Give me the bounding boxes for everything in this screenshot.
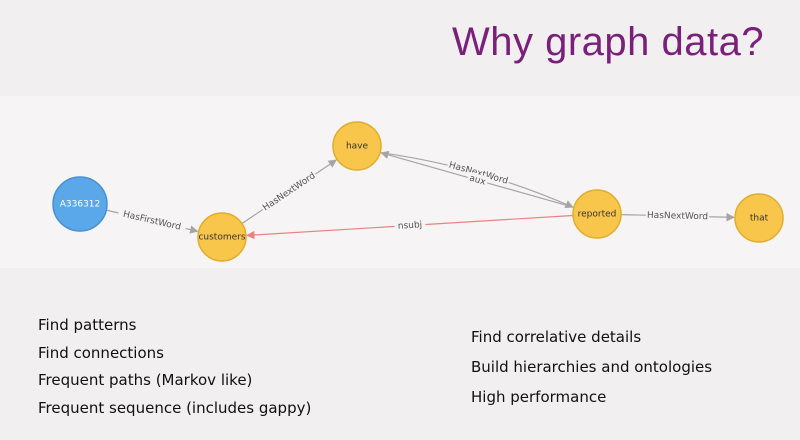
node-have[interactable] (332, 121, 382, 171)
feature-list-right: Find correlative details Build hierarchi… (471, 328, 712, 418)
node-reported[interactable] (572, 189, 622, 239)
node-label-that: that (750, 214, 769, 224)
slide-title: Why graph data? (452, 20, 765, 64)
node-label-have: have (346, 142, 369, 152)
node-a336312[interactable] (52, 176, 108, 232)
edge-label: HasFirstWord (122, 210, 182, 233)
node-label-a336312: A336312 (60, 200, 101, 210)
feature-list-left: Find patterns Find connections Frequent … (38, 316, 311, 426)
feature-item: Find patterns (38, 316, 137, 334)
feature-item: Find correlative details (471, 328, 642, 346)
feature-item: Frequent paths (Markov like) (38, 371, 253, 389)
feature-item: Frequent sequence (includes gappy) (38, 398, 312, 417)
node-that[interactable] (734, 193, 784, 243)
node-label-reported: reported (578, 210, 617, 220)
edge-label-group: HasFirstWord (117, 207, 187, 234)
edge-label-group: HasNextWord (645, 209, 710, 223)
feature-item: Build hierarchies and ontologies (471, 358, 713, 376)
feature-item: High performance (471, 388, 607, 406)
edge-label-group: HasNextWord (259, 169, 319, 214)
feature-item: Find connections (38, 343, 164, 362)
edge-label-group: nsubj (394, 218, 426, 232)
edge-label-group: aux (466, 171, 489, 188)
edge-label: aux (468, 174, 487, 188)
edge-label: HasNextWord (261, 171, 317, 213)
graph-panel (0, 96, 800, 268)
edge-label: nsubj (398, 220, 423, 231)
node-label-customers: customers (198, 233, 245, 243)
edge-label: HasNextWord (647, 211, 708, 223)
node-customers[interactable] (197, 212, 247, 262)
